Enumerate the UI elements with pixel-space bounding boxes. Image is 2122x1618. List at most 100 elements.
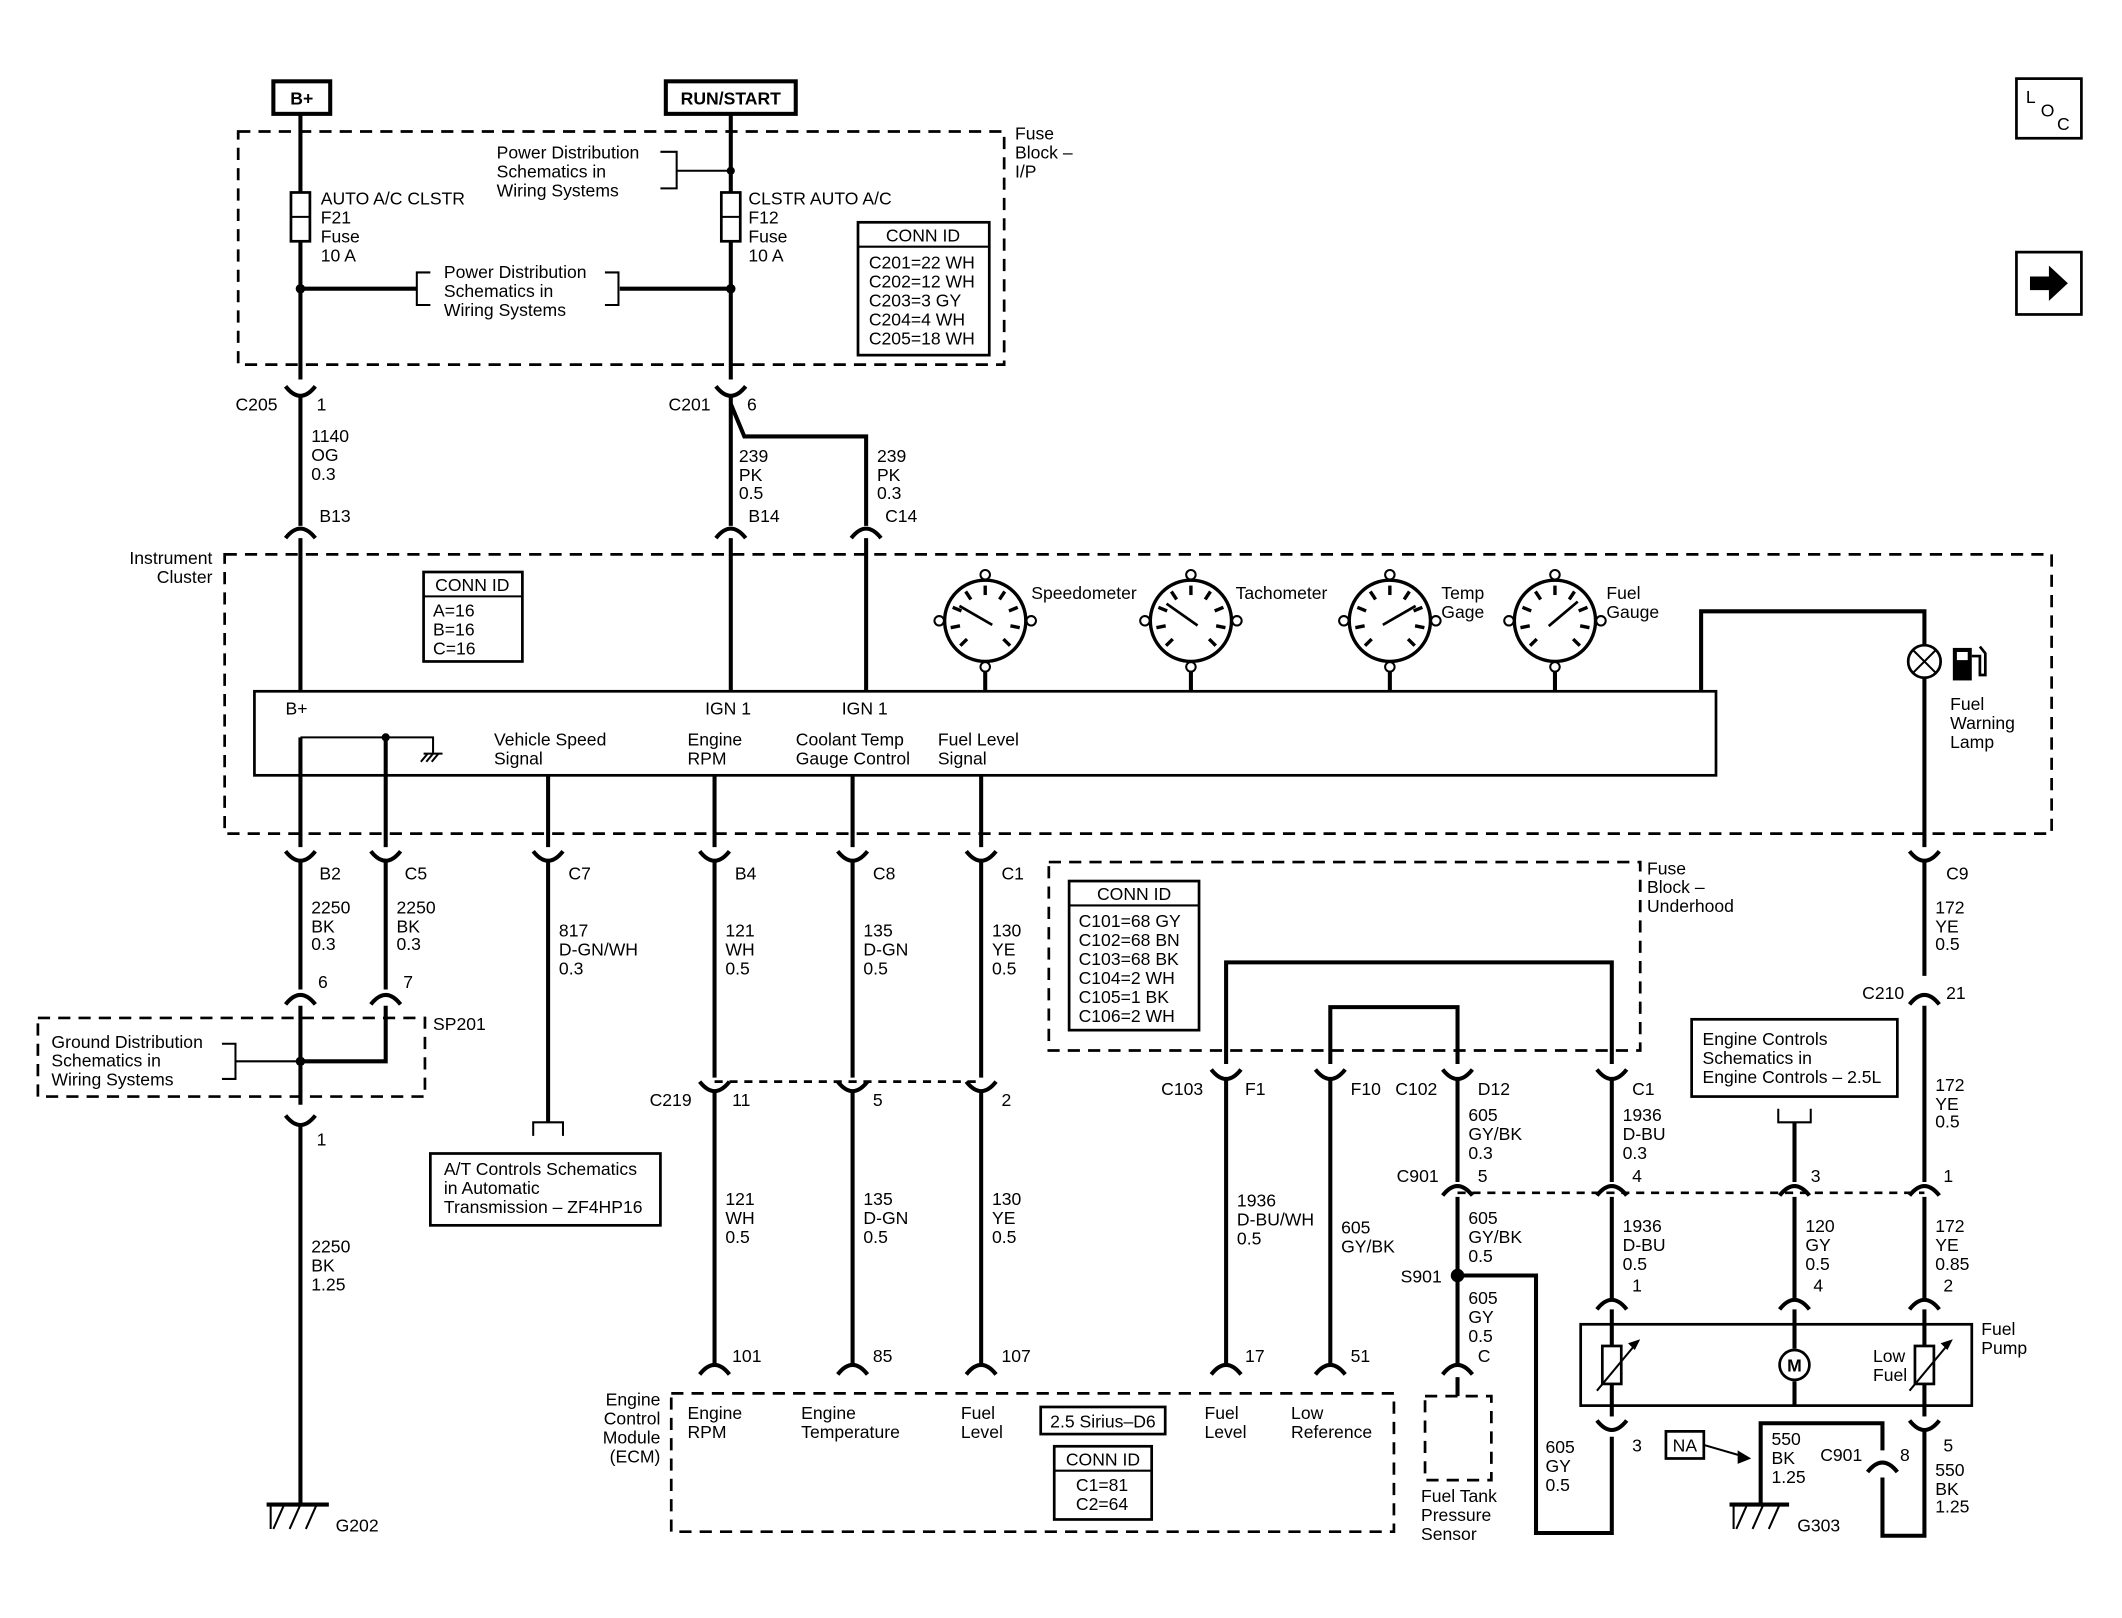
svg-text:GY/BK: GY/BK: [1468, 1227, 1522, 1247]
svg-text:0.5: 0.5: [1623, 1254, 1648, 1274]
svg-text:0.5: 0.5: [1935, 1112, 1960, 1132]
fuel-gauge-icon: [1503, 568, 1607, 692]
svg-text:51: 51: [1351, 1346, 1371, 1366]
svg-text:RUN/START: RUN/START: [681, 88, 782, 108]
svg-text:B14: B14: [748, 506, 779, 526]
svg-text:I/P: I/P: [1015, 162, 1036, 182]
at-controls-ref[interactable]: A/T Controls Schematics in Automatic Tra…: [429, 1152, 662, 1227]
svg-text:C210: C210: [1862, 983, 1904, 1003]
fuse-block-underhood-label: Fuse Block – Underhood: [1647, 858, 1734, 916]
svg-text:C201=22 WH: C201=22 WH: [869, 252, 975, 272]
fuel-tank-pressure-sensor: [1423, 1394, 1493, 1482]
svg-text:Low: Low: [1873, 1346, 1906, 1366]
ecm-label: Engine Control Module (ECM): [603, 1390, 661, 1467]
svg-text:Power Distribution: Power Distribution: [444, 262, 587, 282]
svg-text:120: 120: [1805, 1216, 1835, 1236]
svg-text:605: 605: [1341, 1217, 1371, 1237]
engine-controls-ref[interactable]: Engine Controls Schematics in Engine Con…: [1690, 1017, 1899, 1098]
svg-text:Ground Distribution: Ground Distribution: [51, 1032, 202, 1052]
speedometer-icon: [933, 568, 1037, 692]
ecm-variant-tag: 2.5 Sirius–D6: [1039, 1405, 1167, 1436]
svg-text:YE: YE: [1935, 917, 1958, 937]
svg-text:Wiring Systems: Wiring Systems: [497, 181, 619, 201]
svg-text:0.5: 0.5: [739, 483, 764, 503]
ground-distribution-ref[interactable]: Ground Distribution Schematics in Wiring…: [51, 1032, 301, 1090]
svg-text:239: 239: [877, 446, 906, 466]
svg-text:C101=68 GY: C101=68 GY: [1079, 911, 1181, 931]
svg-text:1936: 1936: [1623, 1105, 1662, 1125]
svg-text:C14: C14: [885, 506, 917, 526]
svg-text:5: 5: [1478, 1166, 1488, 1186]
svg-text:Temperature: Temperature: [801, 1422, 900, 1442]
svg-text:1: 1: [317, 395, 327, 415]
svg-text:Fuel: Fuel: [1950, 694, 1984, 714]
power-distribution-ref-top[interactable]: Power Distribution Schematics in Wiring …: [497, 143, 735, 201]
instrument-cluster-label: Instrument Cluster: [129, 548, 212, 587]
svg-text:605: 605: [1468, 1208, 1498, 1228]
low-fuel-sensor-icon: [1908, 1339, 1953, 1392]
power-distribution-ref-mid[interactable]: Power Distribution Schematics in Wiring …: [295, 262, 736, 320]
svg-text:0.5: 0.5: [863, 959, 888, 979]
svg-text:Warning: Warning: [1950, 713, 2015, 733]
svg-text:21: 21: [1946, 983, 1966, 1003]
svg-text:C106=2 WH: C106=2 WH: [1079, 1006, 1175, 1026]
svg-text:C9: C9: [1946, 864, 1968, 884]
svg-text:B4: B4: [735, 864, 757, 884]
svg-text:Fuse: Fuse: [1647, 858, 1686, 878]
svg-text:135: 135: [863, 921, 893, 941]
svg-text:0.3: 0.3: [397, 934, 422, 954]
svg-text:Cluster: Cluster: [157, 567, 213, 587]
temp-gage-label: Temp Gage: [1441, 583, 1484, 622]
svg-text:Wiring Systems: Wiring Systems: [51, 1070, 173, 1090]
svg-text:121: 121: [725, 1189, 754, 1209]
svg-text:0.3: 0.3: [559, 959, 584, 979]
svg-text:Fuel: Fuel: [1873, 1365, 1907, 1385]
svg-text:4: 4: [1632, 1166, 1642, 1186]
fuel-pump-module: [1579, 1322, 1974, 1407]
instrument-cluster-boundary: [223, 553, 2053, 835]
svg-text:0.85: 0.85: [1935, 1254, 1969, 1274]
svg-text:Engine Controls: Engine Controls: [1702, 1029, 1827, 1049]
svg-text:Signal: Signal: [938, 748, 987, 768]
svg-text:Level: Level: [961, 1422, 1003, 1442]
svg-text:1: 1: [1632, 1276, 1642, 1296]
svg-text:YE: YE: [992, 940, 1015, 960]
svg-text:8: 8: [1900, 1445, 1910, 1465]
svg-text:0.5: 0.5: [992, 1227, 1017, 1247]
svg-text:130: 130: [992, 921, 1022, 941]
svg-text:CONN ID: CONN ID: [435, 575, 509, 595]
svg-text:GY/BK: GY/BK: [1468, 1124, 1522, 1144]
svg-text:RPM: RPM: [687, 748, 726, 768]
svg-text:0.5: 0.5: [1545, 1475, 1570, 1495]
svg-text:C5: C5: [405, 864, 428, 884]
svg-text:PK: PK: [877, 465, 901, 485]
svg-text:Fuse: Fuse: [748, 227, 787, 247]
loc-button[interactable]: L O C: [2015, 77, 2083, 140]
svg-text:1936: 1936: [1237, 1190, 1276, 1210]
svg-text:D12: D12: [1478, 1079, 1510, 1099]
svg-text:130: 130: [992, 1189, 1022, 1209]
conn-id-cluster: CONN ID A=16 B=16 C=16: [422, 570, 524, 663]
svg-text:(ECM): (ECM): [610, 1447, 661, 1467]
svg-text:C202=12 WH: C202=12 WH: [869, 271, 975, 291]
svg-text:172: 172: [1935, 1075, 1964, 1095]
svg-text:Speedometer: Speedometer: [1031, 583, 1137, 603]
svg-text:OG: OG: [311, 445, 338, 465]
fuse-block-ip-boundary: [236, 130, 1006, 366]
svg-text:85: 85: [873, 1346, 893, 1366]
fuel-warning-lamp-icon: [1906, 643, 1943, 680]
svg-text:Fuel Tank: Fuel Tank: [1421, 1486, 1497, 1506]
svg-text:M: M: [1787, 1356, 1802, 1376]
svg-text:D-BU: D-BU: [1623, 1235, 1666, 1255]
next-page-button[interactable]: [2015, 250, 2083, 316]
svg-text:BK: BK: [1771, 1448, 1795, 1468]
svg-text:Instrument: Instrument: [129, 548, 212, 568]
svg-text:17: 17: [1245, 1346, 1265, 1366]
svg-text:5: 5: [1943, 1436, 1953, 1456]
svg-text:Power Distribution: Power Distribution: [497, 143, 640, 163]
svg-text:B13: B13: [319, 506, 350, 526]
svg-text:Coolant Temp: Coolant Temp: [796, 729, 904, 749]
svg-text:107: 107: [1001, 1346, 1030, 1366]
fuel-warning-lamp-label: Fuel Warning Lamp: [1950, 694, 2015, 752]
